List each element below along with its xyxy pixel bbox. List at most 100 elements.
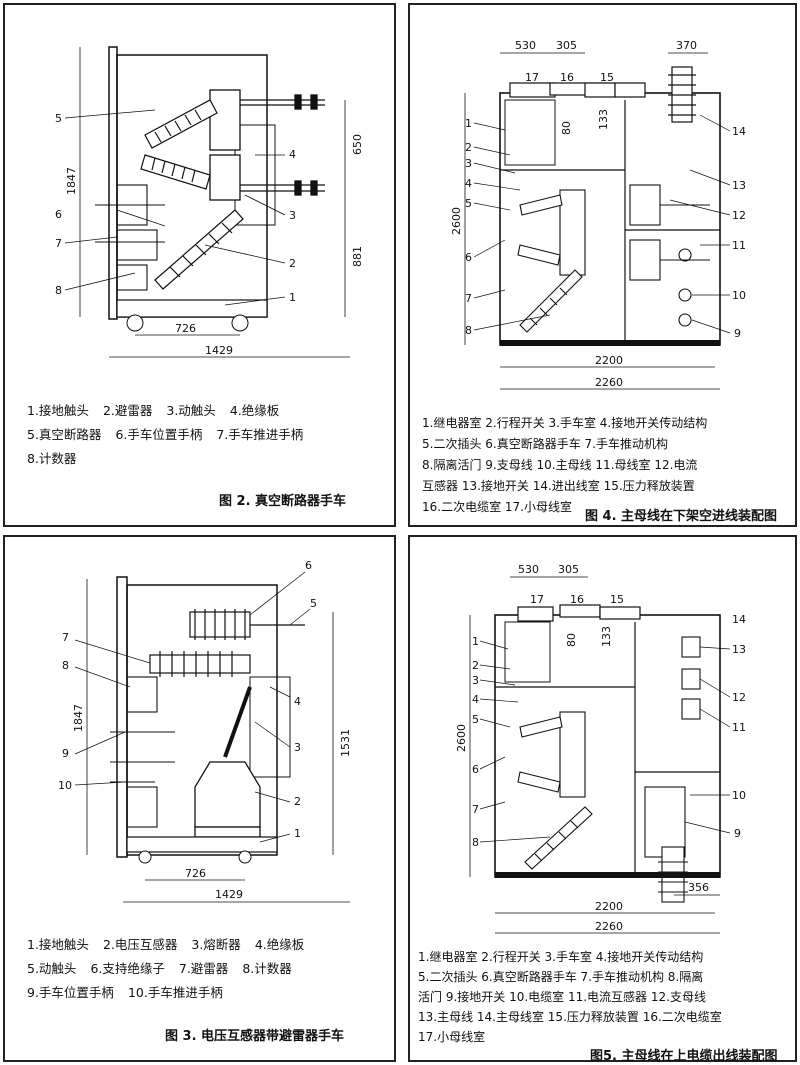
callout-10: 10 <box>732 789 746 802</box>
dim-1429: 1429 <box>215 888 243 901</box>
dim-133: 133 <box>597 109 610 130</box>
legend-item: 1.接地触头 <box>27 937 89 952</box>
callout-6: 6 <box>305 559 312 572</box>
dim-80: 80 <box>560 121 573 135</box>
truck-handles <box>110 676 175 828</box>
legend-item: 4.绝缘板 <box>254 937 305 952</box>
callout-14: 14 <box>732 125 746 138</box>
switchgear-cabinet <box>499 92 721 346</box>
callout-7: 7 <box>62 631 69 644</box>
legend-item: 7.手车推进手柄 <box>216 427 304 442</box>
wheel-icon <box>138 850 152 864</box>
truck-mechanism <box>95 184 165 291</box>
callout-13: 13 <box>732 643 746 656</box>
legend-row: 5.二次插头 6.真空断路器手车 7.手车推动机构 8.隔离 <box>418 970 704 984</box>
surge-arrester <box>154 209 244 290</box>
figure-3-caption: 图 3. 电压互感器带避雷器手车 <box>165 1029 345 1044</box>
legend-item: 10.手车推进手柄 <box>127 985 223 1000</box>
cabinet-base <box>495 872 720 878</box>
callout-8: 8 <box>62 659 69 672</box>
wheel-icon <box>238 850 252 864</box>
dim-530: 530 <box>515 39 536 52</box>
callout-12: 12 <box>732 209 746 222</box>
figure-2-caption: 图 2. 真空断路器手车 <box>219 494 347 509</box>
dim-2260: 2260 <box>595 376 623 389</box>
dim-650: 650 <box>351 134 364 155</box>
legend-item: 5.真空断路器 <box>27 427 102 442</box>
callout-17: 17 <box>530 593 544 606</box>
callout-9: 9 <box>734 827 741 840</box>
figure-3-drawing: 1847 1531 726 1429 6 5 7 8 9 10 4 3 2 1 <box>58 559 352 903</box>
legend-item: 8.计数器 <box>242 961 292 976</box>
dim-133: 133 <box>600 626 613 647</box>
fuse <box>223 686 252 758</box>
callout-5: 5 <box>465 197 472 210</box>
figure-3-panel: 1847 1531 726 1429 6 5 7 8 9 10 4 3 2 1 … <box>3 535 396 1062</box>
relay-room <box>504 621 551 683</box>
callout-3: 3 <box>472 674 479 687</box>
callout-16: 16 <box>560 71 574 84</box>
callout-13: 13 <box>732 179 746 192</box>
legend-item: 6.手车位置手柄 <box>115 427 203 442</box>
legend-row: 5.真空断路器 6.手车位置手柄 7.手车推进手柄 <box>27 423 317 447</box>
figure-5-drawing: 530 305 2600 80 133 356 2200 2260 1 2 3 … <box>455 563 746 934</box>
callout-8: 8 <box>472 836 479 849</box>
legend-item: 7.避雷器 <box>178 961 229 976</box>
insulation-plate <box>234 124 276 226</box>
surge-arrester <box>149 651 251 677</box>
callout-17: 17 <box>525 71 539 84</box>
legend-item: 3.熔断器 <box>191 937 241 952</box>
callout-6: 6 <box>472 763 479 776</box>
cabinet-back-wall <box>116 576 128 858</box>
busbar-and-ct <box>629 184 710 327</box>
dimension-lines <box>86 579 350 903</box>
upper-insulator <box>144 99 218 149</box>
callout-2: 2 <box>472 659 479 672</box>
callout-8: 8 <box>465 324 472 337</box>
dim-2200: 2200 <box>595 354 623 367</box>
cabinet-base <box>500 340 720 346</box>
legend-row: 活门 9.接地开关 10.电缆室 11.电流互感器 12.支母线 <box>418 990 706 1004</box>
legend-item: 3.动触头 <box>166 403 216 418</box>
callout-2: 2 <box>465 141 472 154</box>
callout-9: 9 <box>62 747 69 760</box>
dim-1531: 1531 <box>339 729 352 757</box>
overhead-bushing <box>668 66 696 123</box>
callout-14: 14 <box>732 613 746 626</box>
dimension-lines <box>469 576 720 934</box>
dim-1847: 1847 <box>72 704 85 732</box>
legend-row: 8.计数器 <box>27 447 317 471</box>
callout-4: 4 <box>289 148 296 161</box>
breaker-truck <box>517 189 586 333</box>
relay-room <box>504 99 556 166</box>
figure-4-panel: 530 305 370 2600 80 133 2200 2260 1 2 3 … <box>408 3 797 527</box>
callout-3: 3 <box>294 741 301 754</box>
legend-row: 17.小母线室 <box>418 1030 486 1044</box>
insulation-plate <box>249 676 291 778</box>
callout-7: 7 <box>55 237 62 250</box>
figure-5-caption: 图5. 主母线在上电缆出线装配图 <box>590 1049 778 1064</box>
legend-item: 2.电压互感器 <box>102 937 178 952</box>
callout-15: 15 <box>610 593 624 606</box>
dim-726: 726 <box>185 867 206 880</box>
dim-305: 305 <box>558 563 579 576</box>
dim-2600: 2600 <box>450 207 463 235</box>
figure-5-legend: 1.继电器室 2.行程开关 3.手车室 4.接地开关传动结构 5.二次插头 6.… <box>418 947 722 1047</box>
dim-370: 370 <box>676 39 697 52</box>
callout-8: 8 <box>55 284 62 297</box>
figure-5-panel: 530 305 2600 80 133 356 2200 2260 1 2 3 … <box>408 535 797 1064</box>
dim-80: 80 <box>565 633 578 647</box>
dim-1847: 1847 <box>65 167 78 195</box>
callout-11: 11 <box>732 239 746 252</box>
dim-726: 726 <box>175 322 196 335</box>
legend-row: 13.主母线 14.主母线室 15.压力释放装置 16.二次电缆室 <box>418 1010 722 1024</box>
legend-row: 16.二次电缆室 17.小母线室 <box>422 500 572 514</box>
callout-6: 6 <box>55 208 62 221</box>
callout-10: 10 <box>58 779 72 792</box>
callout-10: 10 <box>732 289 746 302</box>
breaker-truck <box>517 711 593 870</box>
dim-881: 881 <box>351 246 364 267</box>
